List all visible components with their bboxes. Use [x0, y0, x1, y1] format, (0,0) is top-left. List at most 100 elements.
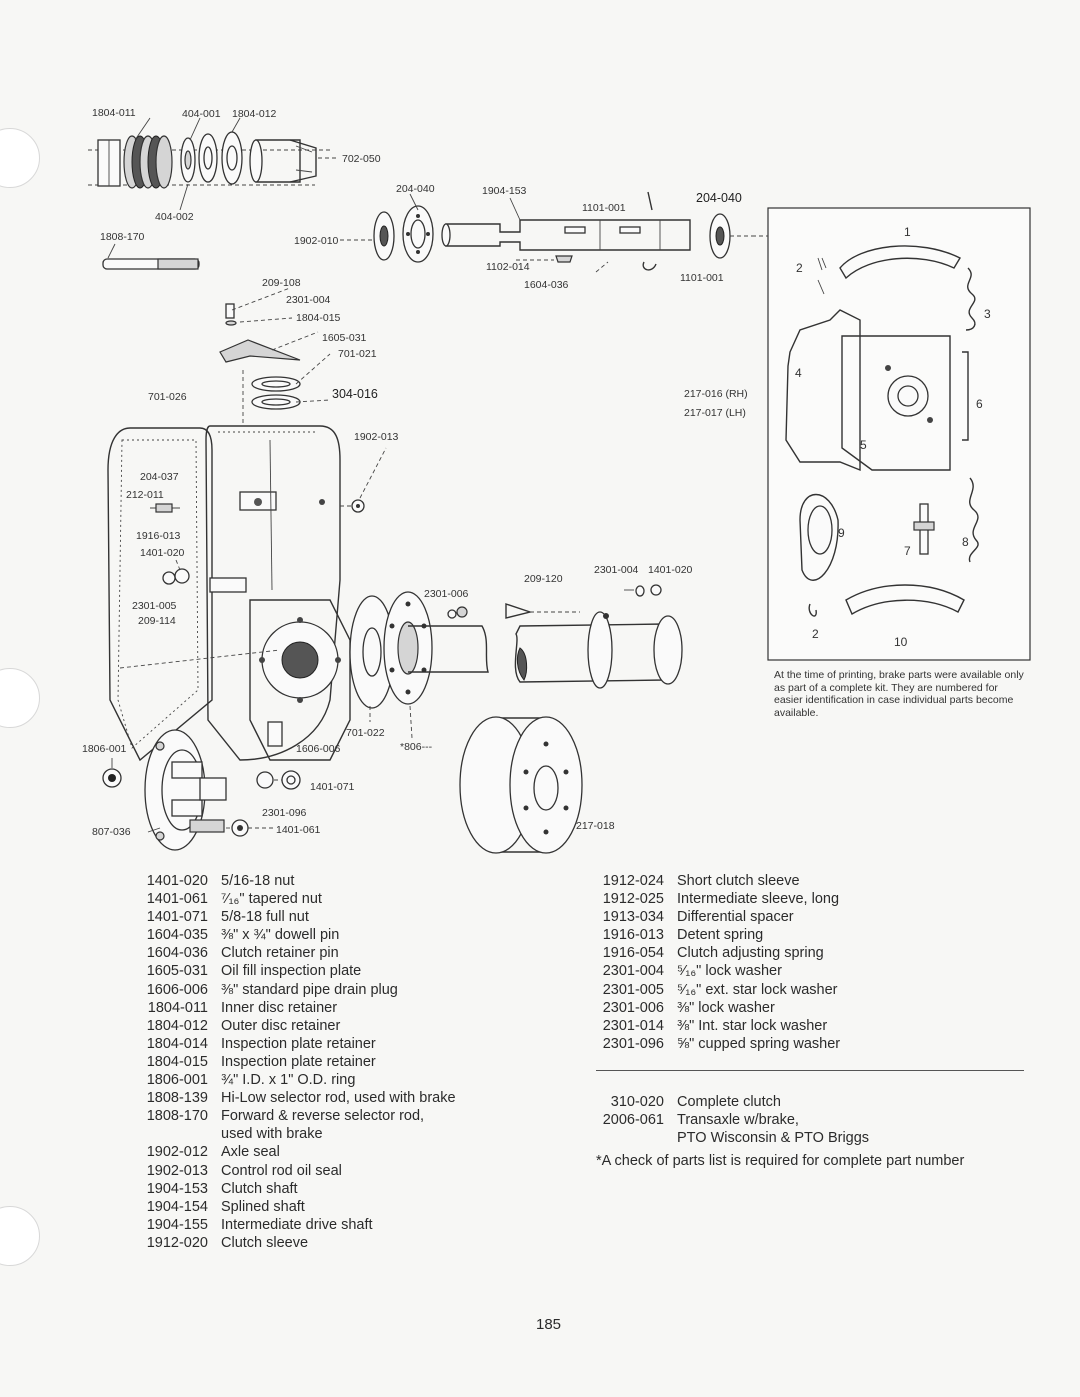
parts-row: 1912-024 Short clutch sleeve [590, 872, 840, 890]
part-description: Inspection plate retainer [221, 1035, 376, 1052]
callout-217-016: 217-016 (RH) [684, 388, 748, 400]
brake-part-2-top: 2 [796, 261, 803, 275]
part-number: 2301-004 [602, 963, 664, 980]
part-number: 1401-020 [146, 873, 208, 889]
part-number: 2301-014 [602, 1017, 664, 1034]
part-description: 5/16-18 nut [221, 873, 295, 889]
callout-209-114: 209-114 [138, 615, 176, 627]
part-description: Oil fill inspection plate [221, 963, 362, 980]
callout-1806-001: 1806-001 [82, 743, 127, 755]
part-description: Intermediate drive shaft [221, 1216, 373, 1233]
parts-row: 1912-020 Clutch sleeve [134, 1234, 456, 1252]
part-description: ⅜" standard pipe drain plug [221, 981, 398, 998]
part-number: 1804-014 [146, 1035, 208, 1052]
callout-304-016: 304-016 [332, 387, 378, 401]
callout-1401-020-left: 1401-020 [140, 547, 185, 559]
part-description: ⅝" cupped spring washer [677, 1035, 841, 1052]
callout-1102-014: 1102-014 [486, 261, 530, 273]
part-description: Forward & reverse selector rod, [221, 1108, 425, 1125]
parts-row: 2301-096 ⅝" cupped spring washer [590, 1035, 840, 1053]
footnote: *A check of parts list is required for c… [596, 1153, 965, 1169]
part-description: ¾" I.D. x 1" O.D. ring [221, 1072, 356, 1089]
callout-2301-006: 2301-006 [424, 588, 469, 600]
brake-part-1: 1 [904, 225, 911, 239]
brake-part-9: 9 [838, 526, 845, 540]
part-number: 2301-005 [602, 981, 664, 998]
part-description: used with brake [221, 1126, 323, 1143]
callout-217-017: 217-017 (LH) [684, 407, 746, 419]
part-number: 1604-035 [146, 927, 208, 944]
brake-drum [459, 716, 583, 854]
callout-807-036: 807-036 [92, 826, 131, 838]
part-number: 1804-012 [146, 1017, 208, 1034]
parts-row: 1604-035 ⅜" x ¾" dowell pin [134, 926, 456, 944]
part-description: Clutch shaft [221, 1180, 298, 1197]
parts-row: PTO Wisconsin & PTO Briggs [590, 1129, 869, 1147]
callout-1904-153: 1904-153 [482, 185, 527, 197]
callout-1606-006: 1606-006 [296, 743, 341, 755]
callout-806: *806--- [400, 741, 433, 753]
callout-1604-036: 1604-036 [524, 279, 569, 291]
part-number: 1604-036 [146, 945, 208, 962]
part-description: Splined shaft [221, 1198, 305, 1215]
parts-row: 1605-031 Oil fill inspection plate [134, 962, 456, 980]
callout-2301-004-right: 2301-004 [594, 564, 639, 576]
callout-1101-001-top: 1101-001 [582, 202, 626, 214]
transaxle-housing [107, 425, 351, 763]
brake-kit-numbers: 1 2 3 4 5 6 7 8 9 2 10 [795, 225, 991, 649]
part-number: 1804-011 [147, 999, 208, 1016]
parts-row: 2301-004 ⁵⁄₁₆" lock washer [590, 962, 840, 980]
part-number: 1916-054 [602, 945, 664, 962]
callout-1804-012: 1804-012 [232, 108, 277, 120]
brake-part-7: 7 [904, 544, 911, 558]
part-number: 1912-024 [602, 873, 664, 889]
part-number: 1912-025 [602, 891, 664, 908]
part-number: 1913-034 [602, 909, 664, 926]
callout-1605-031: 1605-031 [322, 332, 367, 344]
callout-labels: 1804-011 404-001 1804-012 702-050 404-00… [82, 107, 748, 838]
parts-row: 1804-014 Inspection plate retainer [134, 1035, 456, 1053]
callout-1401-061: 1401-061 [276, 824, 321, 836]
callout-209-108: 209-108 [262, 277, 301, 289]
callout-404-002: 404-002 [155, 211, 194, 223]
part-number: 1912-020 [146, 1234, 208, 1251]
part-description: ⁷⁄₁₆" tapered nut [221, 891, 322, 908]
part-number: 1916-013 [602, 927, 664, 944]
clutch-shaft [340, 191, 752, 273]
part-description: Short clutch sleeve [677, 873, 800, 889]
part-number: 1606-006 [146, 981, 208, 998]
part-description: ⁵⁄₁₆" lock washer [677, 963, 782, 980]
parts-row: used with brake [134, 1125, 456, 1143]
selector-rod [102, 243, 200, 270]
part-number: 1804-015 [146, 1053, 208, 1070]
part-description: Complete clutch [677, 1094, 781, 1110]
brake-part-10: 10 [894, 635, 908, 649]
clutch-disc-stack [88, 131, 330, 189]
callout-212-011: 212-011 [126, 489, 164, 501]
part-description: ⅜" x ¾" dowell pin [221, 927, 340, 944]
part-description: Clutch sleeve [221, 1234, 309, 1251]
callout-204-037: 204-037 [140, 471, 179, 483]
part-number: 2301-006 [602, 999, 664, 1016]
part-number: 1401-071 [146, 909, 208, 926]
callout-2301-005: 2301-005 [132, 600, 177, 612]
parts-row: 1606-006 ⅜" standard pipe drain plug [134, 981, 456, 999]
part-number: 2301-096 [602, 1035, 664, 1052]
part-number: 1605-031 [146, 963, 208, 980]
part-description: Transaxle w/brake, [677, 1112, 799, 1129]
callout-209-120: 209-120 [524, 573, 563, 585]
callout-1808-170: 1808-170 [100, 231, 145, 243]
part-number: 2006-061 [602, 1112, 664, 1129]
callout-217-018: 217-018 [576, 820, 615, 832]
part-description: Hi-Low selector rod, used with brake [221, 1090, 456, 1107]
brake-kit-note: At the time of printing, brake parts wer… [774, 669, 1024, 719]
